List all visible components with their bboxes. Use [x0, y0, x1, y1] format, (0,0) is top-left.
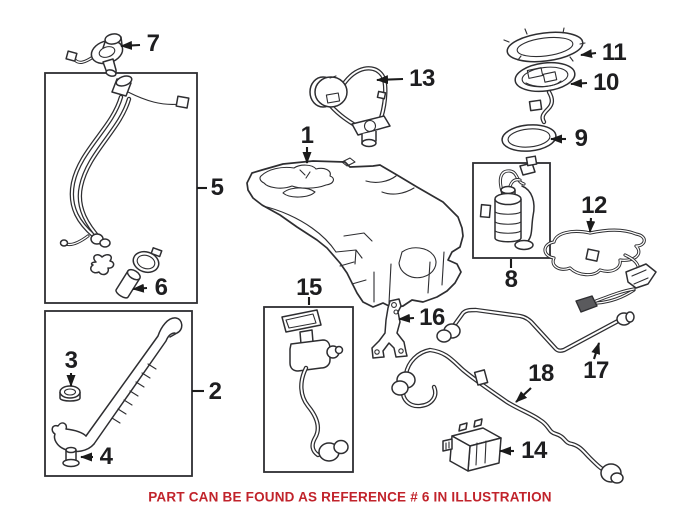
callout-7: 7 — [146, 30, 160, 57]
part-17-fuel-line — [436, 307, 635, 353]
callout-11: 11 — [601, 39, 627, 66]
part-15-vent-valve-hose — [281, 309, 349, 462]
part-2-tank-strap — [51, 317, 183, 453]
callout-17: 17 — [583, 357, 609, 384]
part-13-filler-neck-fitting — [309, 66, 391, 148]
callout-leaders — [66, 40, 601, 462]
part-8-fuel-filter — [479, 155, 538, 251]
callout-13: 13 — [409, 65, 435, 92]
part-14-control-module — [442, 418, 502, 472]
callout-8: 8 — [504, 266, 518, 293]
reference-caption: PART CAN BE FOUND AS REFERENCE # 6 IN IL… — [148, 489, 552, 505]
part-18-vent-hose — [391, 347, 624, 484]
callout-1: 1 — [300, 122, 314, 149]
callout-16: 16 — [419, 304, 445, 331]
part-6-hose-sleeve — [115, 268, 141, 299]
part-5-filler-pipe-assembly — [59, 75, 190, 276]
part-7-leak-detection-pump — [65, 33, 124, 77]
part-1-fuel-tank — [246, 157, 464, 309]
callout-14: 14 — [521, 437, 547, 464]
callout-15: 15 — [296, 274, 322, 301]
part-12-wiring-harness — [543, 228, 657, 313]
callout-12: 12 — [581, 192, 607, 219]
callout-4: 4 — [99, 443, 113, 470]
part-9-pump-seal-ring — [501, 124, 557, 152]
callout-2: 2 — [208, 378, 222, 405]
box-part-5 — [44, 72, 198, 304]
callout-10: 10 — [593, 69, 619, 96]
part-16-mounting-bracket — [371, 298, 408, 359]
callout-3: 3 — [64, 347, 78, 374]
part-4-strap-fastener — [62, 446, 80, 468]
callout-6: 6 — [154, 274, 168, 301]
part-10-fuel-pump-assembly — [514, 61, 576, 125]
callout-9: 9 — [574, 125, 588, 152]
part-11-lock-ring — [503, 27, 586, 63]
part-3-strap-grommet — [59, 385, 81, 402]
callout-18: 18 — [528, 360, 554, 387]
callout-5: 5 — [210, 174, 224, 201]
